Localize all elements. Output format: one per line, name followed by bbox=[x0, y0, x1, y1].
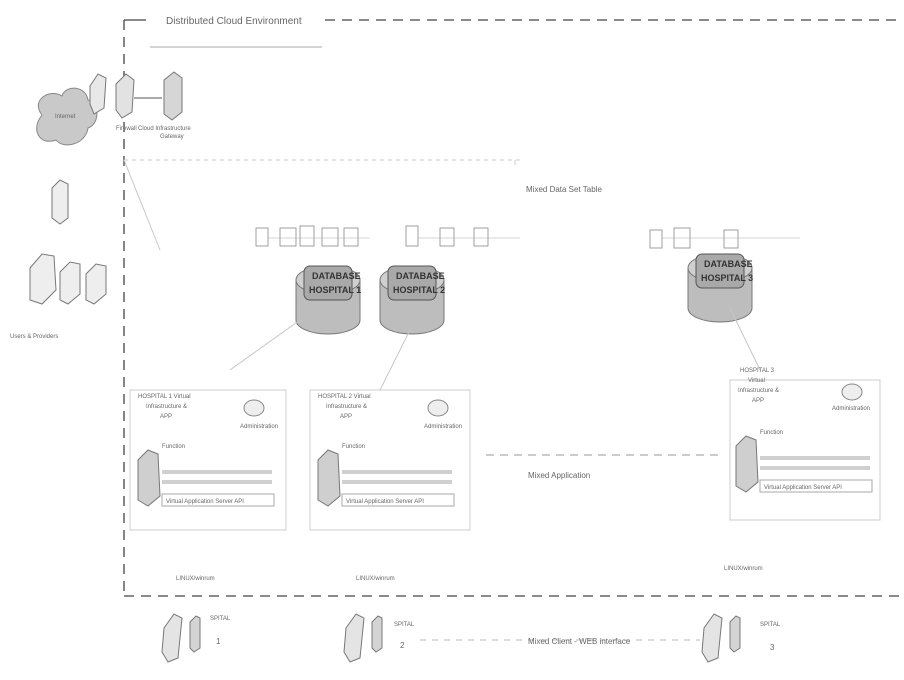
hospital-panel: HOSPITAL 3 Virtual Infrastructure & APP … bbox=[729, 368, 881, 521]
svg-text:Infrastructure &: Infrastructure & bbox=[146, 404, 187, 410]
workstation-icon: SPITAL 1 bbox=[161, 613, 231, 663]
svg-text:LINUX/winrum: LINUX/winrum bbox=[356, 576, 395, 582]
svg-text:Users & Providers: Users & Providers bbox=[10, 334, 58, 340]
server-icon bbox=[163, 71, 183, 121]
svg-text:APP: APP bbox=[340, 414, 352, 420]
svg-text:DATABASE: DATABASE bbox=[396, 271, 445, 281]
router-icon bbox=[89, 73, 107, 115]
workstation-icon: SPITAL 2 bbox=[343, 613, 415, 663]
svg-text:LINUX/winrum: LINUX/winrum bbox=[176, 576, 215, 582]
database-icon: DATABASE HOSPITAL 2 bbox=[379, 265, 445, 335]
svg-text:SPITAL: SPITAL bbox=[760, 622, 781, 628]
admin-icon bbox=[841, 383, 863, 401]
database-icon: DATABASE HOSPITAL 1 bbox=[295, 265, 361, 335]
svg-text:DATABASE: DATABASE bbox=[312, 271, 361, 281]
svg-text:HOSPITAL 3: HOSPITAL 3 bbox=[740, 368, 775, 374]
client-laptop-icon bbox=[29, 253, 57, 305]
hospital-panel: HOSPITAL 1 Virtual Infrastructure & APP … bbox=[129, 389, 287, 531]
user-device-icon bbox=[51, 179, 69, 225]
environment-boundary bbox=[123, 19, 900, 597]
svg-text:Virtual: Virtual bbox=[748, 378, 765, 384]
svg-text:LINUX/winrum: LINUX/winrum bbox=[724, 566, 763, 572]
svg-text:Virtual Application Server API: Virtual Application Server API bbox=[764, 485, 842, 491]
mixed-data-label: Mixed Data Set Table bbox=[526, 185, 602, 194]
svg-text:Administration: Administration bbox=[240, 424, 278, 430]
svg-text:Virtual Application Server API: Virtual Application Server API bbox=[166, 499, 244, 505]
svg-text:Firewall: Firewall bbox=[116, 126, 137, 132]
svg-text:HOSPITAL 2: HOSPITAL 2 bbox=[393, 285, 445, 295]
svg-text:HOSPITAL 2 Virtual: HOSPITAL 2 Virtual bbox=[318, 394, 371, 400]
svg-text:3: 3 bbox=[770, 643, 775, 652]
svg-text:Internet: Internet bbox=[55, 114, 76, 120]
svg-text:Administration: Administration bbox=[424, 424, 462, 430]
firewall-icon bbox=[115, 73, 135, 119]
admin-icon bbox=[243, 399, 265, 417]
svg-text:APP: APP bbox=[160, 414, 172, 420]
data-tables-group bbox=[255, 225, 739, 249]
svg-text:Cloud Infrastructure: Cloud Infrastructure bbox=[138, 126, 191, 132]
svg-text:HOSPITAL 1: HOSPITAL 1 bbox=[309, 285, 361, 295]
svg-text:Administration: Administration bbox=[832, 406, 870, 412]
svg-text:APP: APP bbox=[752, 398, 764, 404]
svg-text:HOSPITAL 3: HOSPITAL 3 bbox=[701, 273, 753, 283]
hospital-panel: HOSPITAL 2 Virtual Infrastructure & APP … bbox=[309, 389, 471, 531]
client-label: Mixed Client - WEB interface bbox=[528, 637, 631, 646]
client-laptop-icon bbox=[85, 263, 107, 305]
server-rack-icon bbox=[317, 449, 341, 507]
svg-text:SPITAL: SPITAL bbox=[394, 622, 415, 628]
database-icon: DATABASE HOSPITAL 3 bbox=[687, 253, 753, 323]
svg-text:Virtual Application Server API: Virtual Application Server API bbox=[346, 499, 424, 505]
svg-text:Gateway: Gateway bbox=[160, 134, 184, 140]
svg-text:2: 2 bbox=[400, 641, 405, 650]
svg-text:SPITAL: SPITAL bbox=[210, 616, 231, 622]
environment-title: Distributed Cloud Environment bbox=[166, 16, 302, 27]
svg-text:HOSPITAL 1 Virtual: HOSPITAL 1 Virtual bbox=[138, 394, 191, 400]
svg-text:Infrastructure &: Infrastructure & bbox=[326, 404, 367, 410]
workstation-icon: SPITAL 3 bbox=[701, 613, 781, 663]
svg-text:Function: Function bbox=[760, 430, 783, 436]
svg-text:1: 1 bbox=[216, 637, 221, 646]
server-rack-icon bbox=[137, 449, 161, 507]
clients-group: Users & Providers bbox=[10, 253, 107, 340]
svg-text:DATABASE: DATABASE bbox=[704, 259, 753, 269]
svg-text:Function: Function bbox=[162, 444, 185, 450]
svg-text:Function: Function bbox=[342, 444, 365, 450]
admin-icon bbox=[427, 399, 449, 417]
internet-cloud-icon: Internet bbox=[36, 87, 98, 146]
client-laptop-icon bbox=[59, 261, 81, 305]
svg-text:Infrastructure &: Infrastructure & bbox=[738, 388, 779, 394]
server-rack-icon bbox=[735, 435, 759, 493]
middleware-label: Mixed Application bbox=[528, 471, 590, 480]
